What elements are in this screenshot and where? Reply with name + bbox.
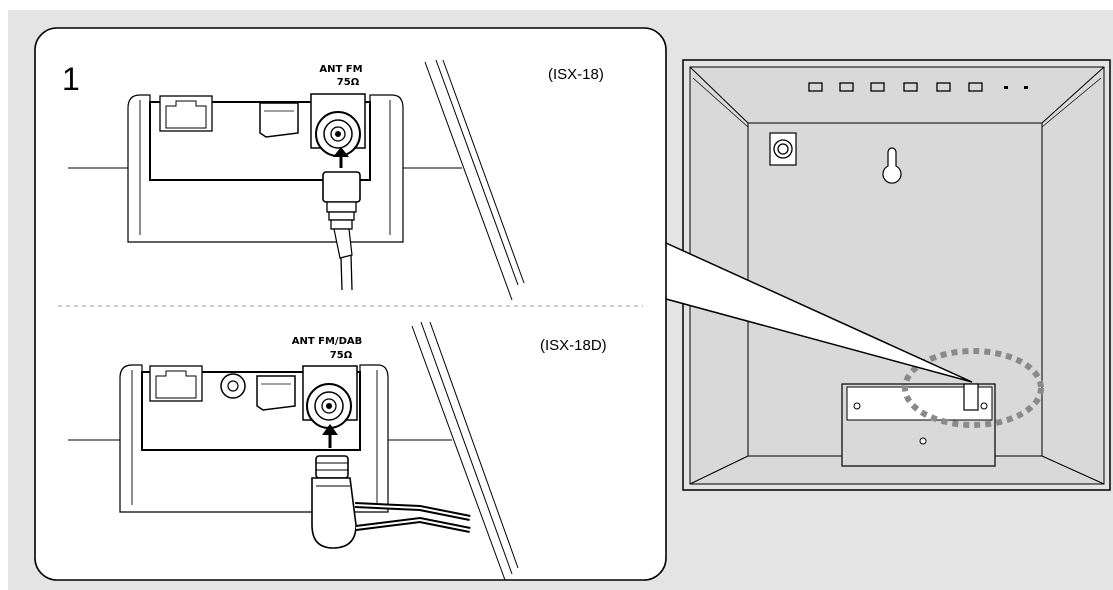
step-number: 1	[62, 61, 80, 97]
device-rear-view	[683, 60, 1110, 490]
rear-connector-panel	[842, 384, 995, 466]
bottom-connector-label: ANT FM/DAB	[292, 336, 363, 347]
rear-jack	[770, 133, 796, 165]
top-model-label: (ISX-18)	[548, 66, 604, 83]
top-impedance-label: 75Ω	[337, 77, 360, 88]
top-connector-label: ANT FM	[319, 64, 362, 75]
bottom-impedance-label: 75Ω	[330, 350, 353, 361]
bottom-model-label: (ISX-18D)	[540, 337, 607, 354]
